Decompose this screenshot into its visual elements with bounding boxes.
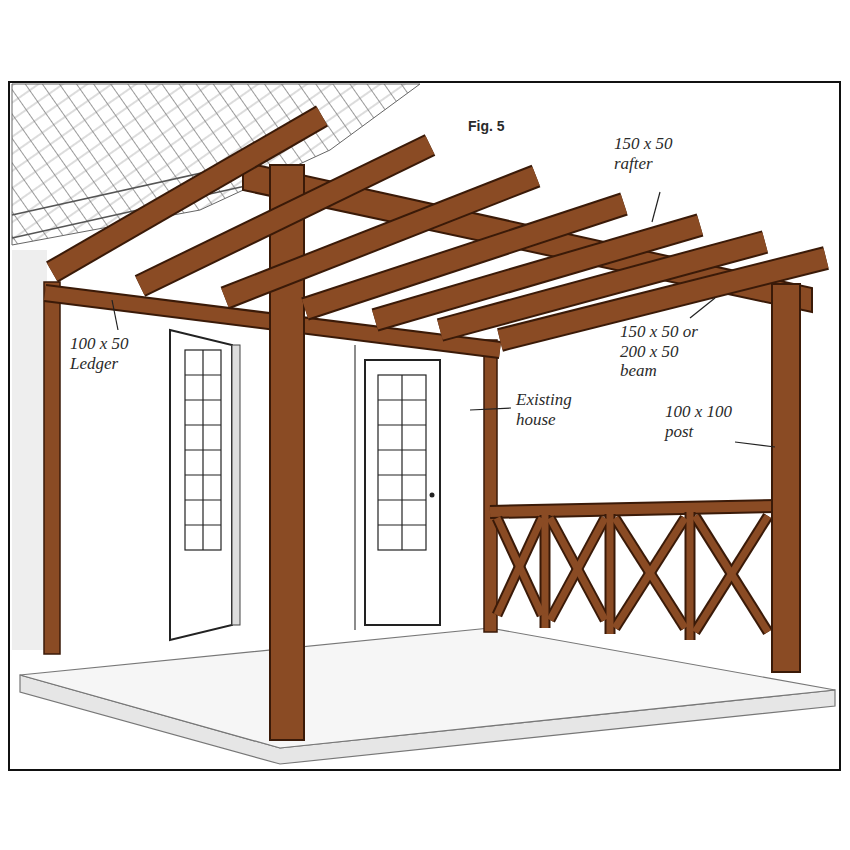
floor-slab bbox=[20, 628, 835, 764]
rafter bbox=[52, 116, 826, 340]
post bbox=[44, 282, 60, 654]
post bbox=[772, 284, 800, 672]
post bbox=[270, 165, 304, 740]
post bbox=[484, 340, 497, 632]
figure-number: Fig. 5 bbox=[468, 118, 548, 134]
part-label: 150 x 50 rafter bbox=[614, 134, 692, 173]
door bbox=[170, 330, 240, 640]
frame bbox=[9, 82, 840, 770]
railing bbox=[490, 506, 778, 640]
part-label: 150 x 50 or 200 x 50 beam bbox=[620, 322, 708, 381]
part-label: 100 x 50 Ledger bbox=[70, 334, 148, 373]
house-wall bbox=[12, 250, 47, 650]
part-label: Existing house bbox=[516, 390, 600, 429]
door bbox=[365, 360, 440, 625]
leader-line bbox=[112, 192, 775, 447]
part-label: 100 x 100 post bbox=[665, 402, 751, 441]
house-wall bbox=[354, 345, 356, 630]
